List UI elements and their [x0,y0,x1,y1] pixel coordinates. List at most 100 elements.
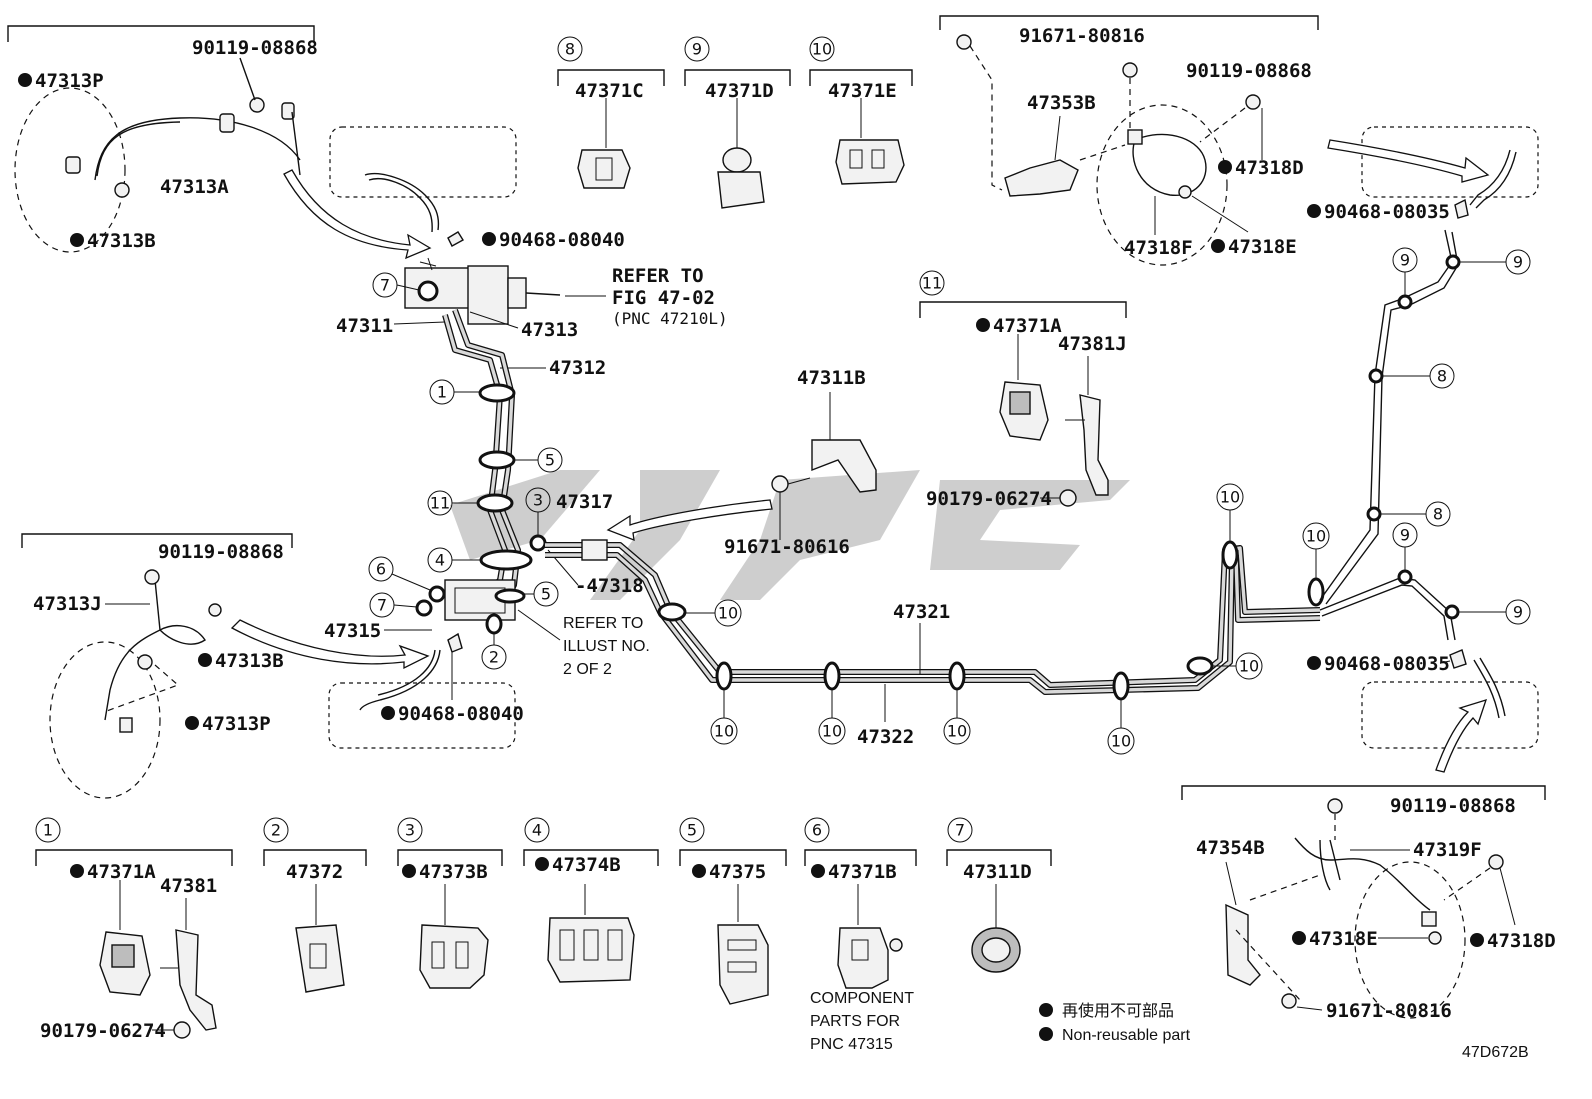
callout-5-center-upper: 5 [514,447,563,473]
part-label-47381: 47381 [160,875,217,897]
clamp-ring-9-b [1445,254,1461,270]
svg-text:3: 3 [405,821,415,840]
clamp-ring-2 [485,613,503,635]
clamp-ring-11 [476,493,514,513]
clamp-item-5-47375: 5 [679,817,787,1005]
bracket-47318F-group [939,15,1319,30]
clamp-ring-3 [529,534,547,552]
part-label-47353B: 47353B [1027,92,1096,114]
part-label-90119-08868-top: 90119-08868 [192,37,318,59]
callout-1-center: 1 [429,379,480,405]
part-label-47374B: 47374B [552,854,621,876]
svg-text:6: 6 [812,821,822,840]
clamp-ring-1 [478,383,516,403]
clamp-ring-10-d [948,661,966,691]
part-label-91671-80816-top: 91671-80816 [1019,25,1145,47]
part-label-47371B: 47371B [828,861,897,883]
part-label-90468-08035-upper: 90468-08035 [1324,201,1450,223]
svg-text:8: 8 [565,40,575,59]
svg-text:8: 8 [1437,367,1447,386]
svg-text:10: 10 [718,604,738,623]
svg-text:10: 10 [1306,527,1326,546]
part-label-90119-08868-right-top: 90119-08868 [1186,60,1312,82]
legend-line-jp: 再使用不可部品 [1062,1002,1174,1020]
clamp-item-3-47373B: 3 [397,817,503,989]
clamp-ring-10-e [1112,671,1130,701]
legend-bullet-2 [1039,1027,1053,1041]
part-label-47313A: 47313A [160,176,229,198]
part-label-47319F: 47319F [1413,839,1482,861]
part-label-90468-08040-lower: 90468-08040 [398,703,524,725]
svg-text:10: 10 [1220,488,1240,507]
clamp-ring-9-d [1444,604,1460,620]
clamp-item-9-47371D: 9 [684,36,791,209]
svg-text:1: 1 [437,383,447,402]
note-refer-fig-line2: FIG 47-02 [612,287,715,309]
clamp-ring-7-lower [415,599,433,617]
arrow-to-47317 [606,499,773,542]
svg-text:2: 2 [489,648,499,667]
callout-10-f: 10 [1212,652,1263,680]
part-label-90468-08035-lower: 90468-08035 [1324,653,1450,675]
svg-text:10: 10 [1111,732,1131,751]
part-label-47313J: 47313J [33,593,102,615]
legend-non-reusable: 再使用不可部品 Non-reusable part [1039,1002,1191,1044]
part-label-47354B: 47354B [1196,837,1265,859]
svg-text:10: 10 [822,722,842,741]
svg-text:10: 10 [1239,657,1259,676]
clamp-item-6-47371B: 6 [804,817,917,989]
callout-9-c: 9 [1392,522,1418,570]
note-component-line2: PARTS FOR [810,1013,900,1030]
svg-text:1: 1 [43,821,53,840]
junction-block-47317 [581,539,608,561]
pipe-bundle-vertical [442,308,521,621]
callout-10-a: 10 [685,599,742,627]
part-label-47318D-bottom: 47318D [1487,930,1556,952]
callout-3-center: 3 [525,487,551,536]
clamp-item-7-47311D: 7 [946,817,1052,973]
part-label-47313B-left: 47313B [215,650,284,672]
part-label-47313: 47313 [521,319,578,341]
svg-text:4: 4 [435,551,445,570]
svg-text:4: 4 [532,821,542,840]
svg-text:5: 5 [687,821,697,840]
clamp-ring-8-b [1366,506,1382,522]
callout-9-d: 9 [1459,599,1531,625]
legend-bullet-1 [1039,1003,1053,1017]
detail-box-right-upper [1361,126,1539,198]
svg-text:11: 11 [922,274,942,293]
part-label-47322: 47322 [857,726,914,748]
clamp-ring-10-h [1307,577,1325,607]
part-label-47381J: 47381J [1058,333,1127,355]
svg-text:2: 2 [271,821,281,840]
part-label-47318F: 47318F [1124,237,1193,259]
part-label-47317: 47317 [556,491,613,513]
hose-47319F-drawing [1225,798,1504,1019]
part-label-47372: 47372 [286,861,343,883]
svg-text:11: 11 [430,494,450,513]
part-label-47371C: 47371C [575,80,644,102]
svg-text:3: 3 [533,491,543,510]
svg-text:10: 10 [812,40,832,59]
group-front-hose-47313A [7,25,315,253]
callout-7-center-lower: 7 [369,592,418,618]
note-refer-fig-line1: REFER TO [612,265,704,287]
svg-text:9: 9 [1400,526,1410,545]
callout-10-b: 10 [710,689,738,745]
bracket-47313J-group [21,533,293,548]
clamp-ring-8-a [1368,368,1384,384]
note-refer-illust-line1: REFER TO [563,615,643,632]
part-label-90179-06274-bottom: 90179-06274 [40,1020,166,1042]
clamp-item-4-47374B: 4 [523,817,659,983]
part-label-47313P-top: 47313P [35,70,104,92]
callout-5-center-lower: 5 [524,581,559,607]
hose-47313J-drawing [49,569,222,799]
note-component-line3: PNC 47315 [810,1036,893,1053]
part-label-47318E-top: 47318E [1228,236,1297,258]
clamp-item-11-group: 11 [919,270,1127,507]
callout-8-a: 8 [1383,363,1455,389]
svg-text:7: 7 [377,596,387,615]
svg-text:9: 9 [1400,251,1410,270]
bracket-47319F-group [1181,785,1546,800]
